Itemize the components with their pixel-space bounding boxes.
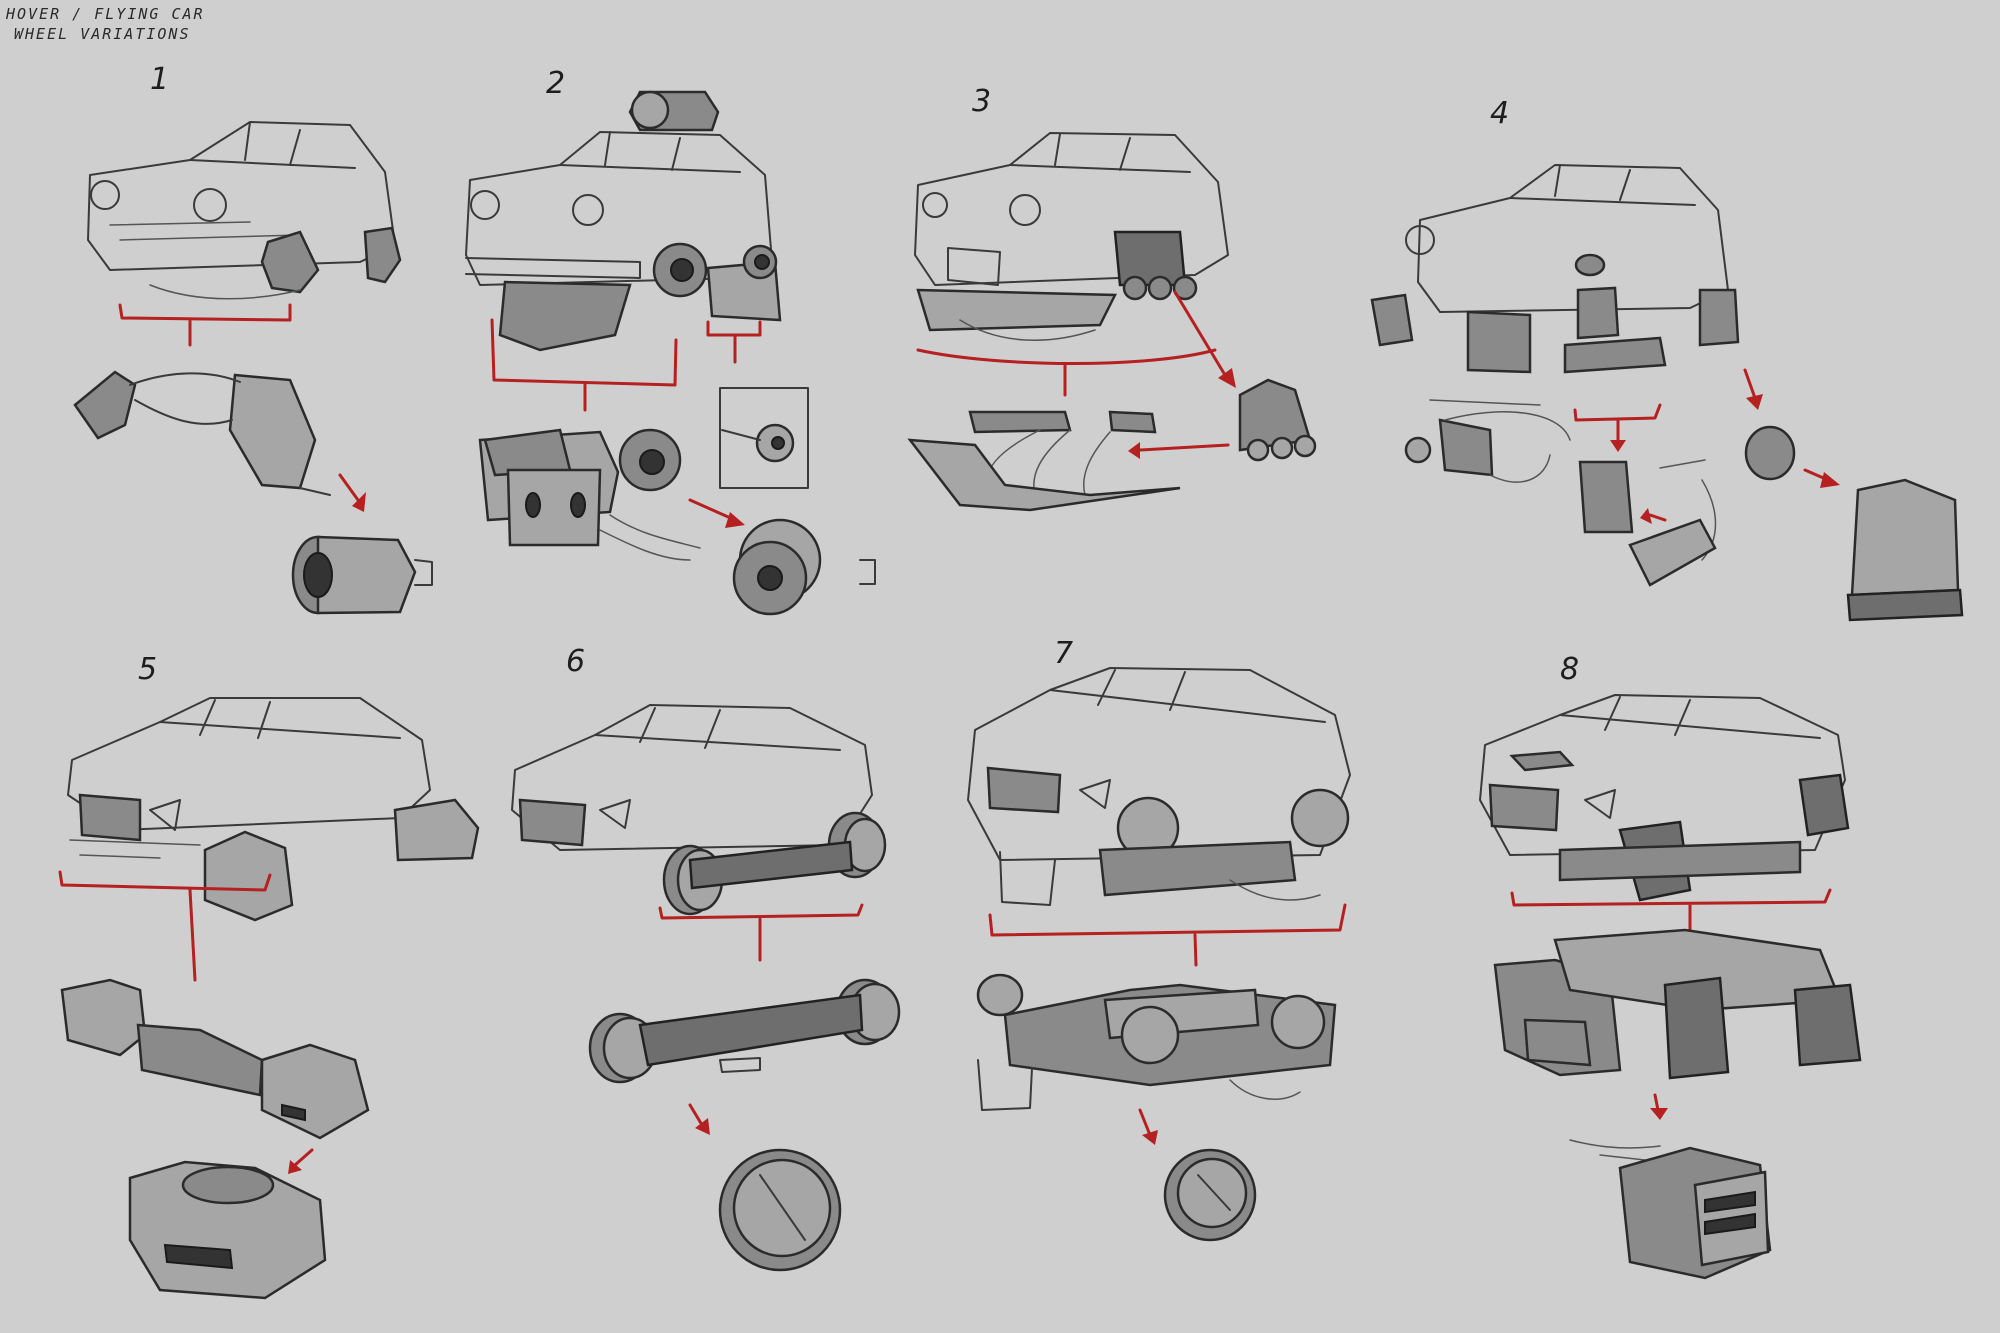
variant-7-sketch xyxy=(967,667,1351,1242)
variant-label-3: 3 xyxy=(972,84,992,119)
variant-3-sketch xyxy=(907,132,1317,512)
variant-1-sketch xyxy=(73,121,433,615)
variant-label-6: 6 xyxy=(566,644,586,679)
variant-label-2: 2 xyxy=(546,66,566,101)
variant-4-sketch xyxy=(1370,164,1964,622)
variant-label-7: 7 xyxy=(1054,636,1074,671)
variant-label-8: 8 xyxy=(1560,652,1580,687)
sheet-title: Hover / Flying car Wheel variations xyxy=(6,4,205,44)
variant-label-4: 4 xyxy=(1490,96,1510,131)
sheet-title-line-2: Wheel variations xyxy=(14,25,191,43)
sheet-title-line-1: Hover / Flying car xyxy=(6,5,205,23)
variant-6-sketch xyxy=(511,704,901,1272)
variant-label-1: 1 xyxy=(150,62,170,97)
variant-2-sketch xyxy=(465,90,876,616)
variant-8-sketch xyxy=(1479,694,1862,1280)
variant-5-sketch xyxy=(58,697,480,1300)
variant-label-5: 5 xyxy=(138,652,158,687)
